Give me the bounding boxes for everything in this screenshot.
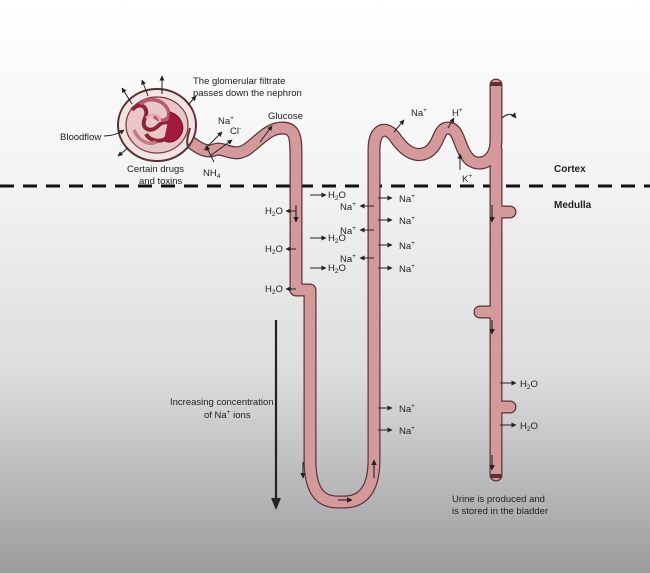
drugs-label-line2: and toxins	[139, 176, 183, 187]
bloodflow-label: Bloodflow	[60, 132, 101, 143]
sodium-label: Na+	[399, 240, 415, 252]
flow-arrows	[293, 112, 517, 503]
transport-arrows	[203, 117, 517, 510]
sodium-label: Na+	[340, 201, 356, 213]
water-label: H2O	[328, 263, 346, 275]
bloodflow-arrows	[103, 75, 197, 157]
sodium-label: Na+	[399, 403, 415, 415]
filtrate-label-line2: passes down the nephron	[193, 88, 302, 99]
sodium-label: Na+	[399, 263, 415, 275]
water-label: H2O	[265, 284, 283, 296]
sodium-label: Na+	[340, 253, 356, 265]
water-label: H2O	[265, 206, 283, 218]
glucose-label: Glucose	[268, 111, 303, 122]
sodium-label: Na+	[399, 425, 415, 437]
sodium-label: Na+	[399, 193, 415, 205]
sodium-label: Na+	[340, 225, 356, 237]
ion-cl-proximal: Cl-	[230, 125, 241, 137]
concentration-label-line1: Increasing concentration	[170, 397, 274, 408]
glomerulus	[117, 88, 197, 162]
urine-label-line1: Urine is produced and	[452, 494, 545, 505]
water-label: H2O	[265, 244, 283, 256]
water-label: H2O	[328, 190, 346, 202]
concentration-label-line2: of Na+ ions	[204, 409, 251, 421]
water-label: H2O	[328, 233, 346, 245]
nephron-tube	[181, 78, 517, 509]
ion-h-distal: H+	[452, 107, 463, 119]
water-label: H2O	[520, 379, 538, 391]
drugs-label-line1: Certain drugs	[127, 164, 184, 175]
urine-label-line2: is stored in the bladder	[452, 506, 548, 517]
sodium-label: Na+	[399, 215, 415, 227]
ion-na-proximal: Na+	[218, 115, 234, 127]
cortex-label: Cortex	[554, 164, 586, 175]
ion-na-distal: Na+	[411, 107, 427, 119]
filtrate-label-line1: The glomerular filtrate	[193, 76, 285, 87]
medulla-label: Medulla	[554, 200, 592, 211]
water-label: H2O	[520, 421, 538, 433]
ion-nh4: NH4	[203, 168, 221, 180]
ion-k-distal: K+	[462, 173, 472, 185]
